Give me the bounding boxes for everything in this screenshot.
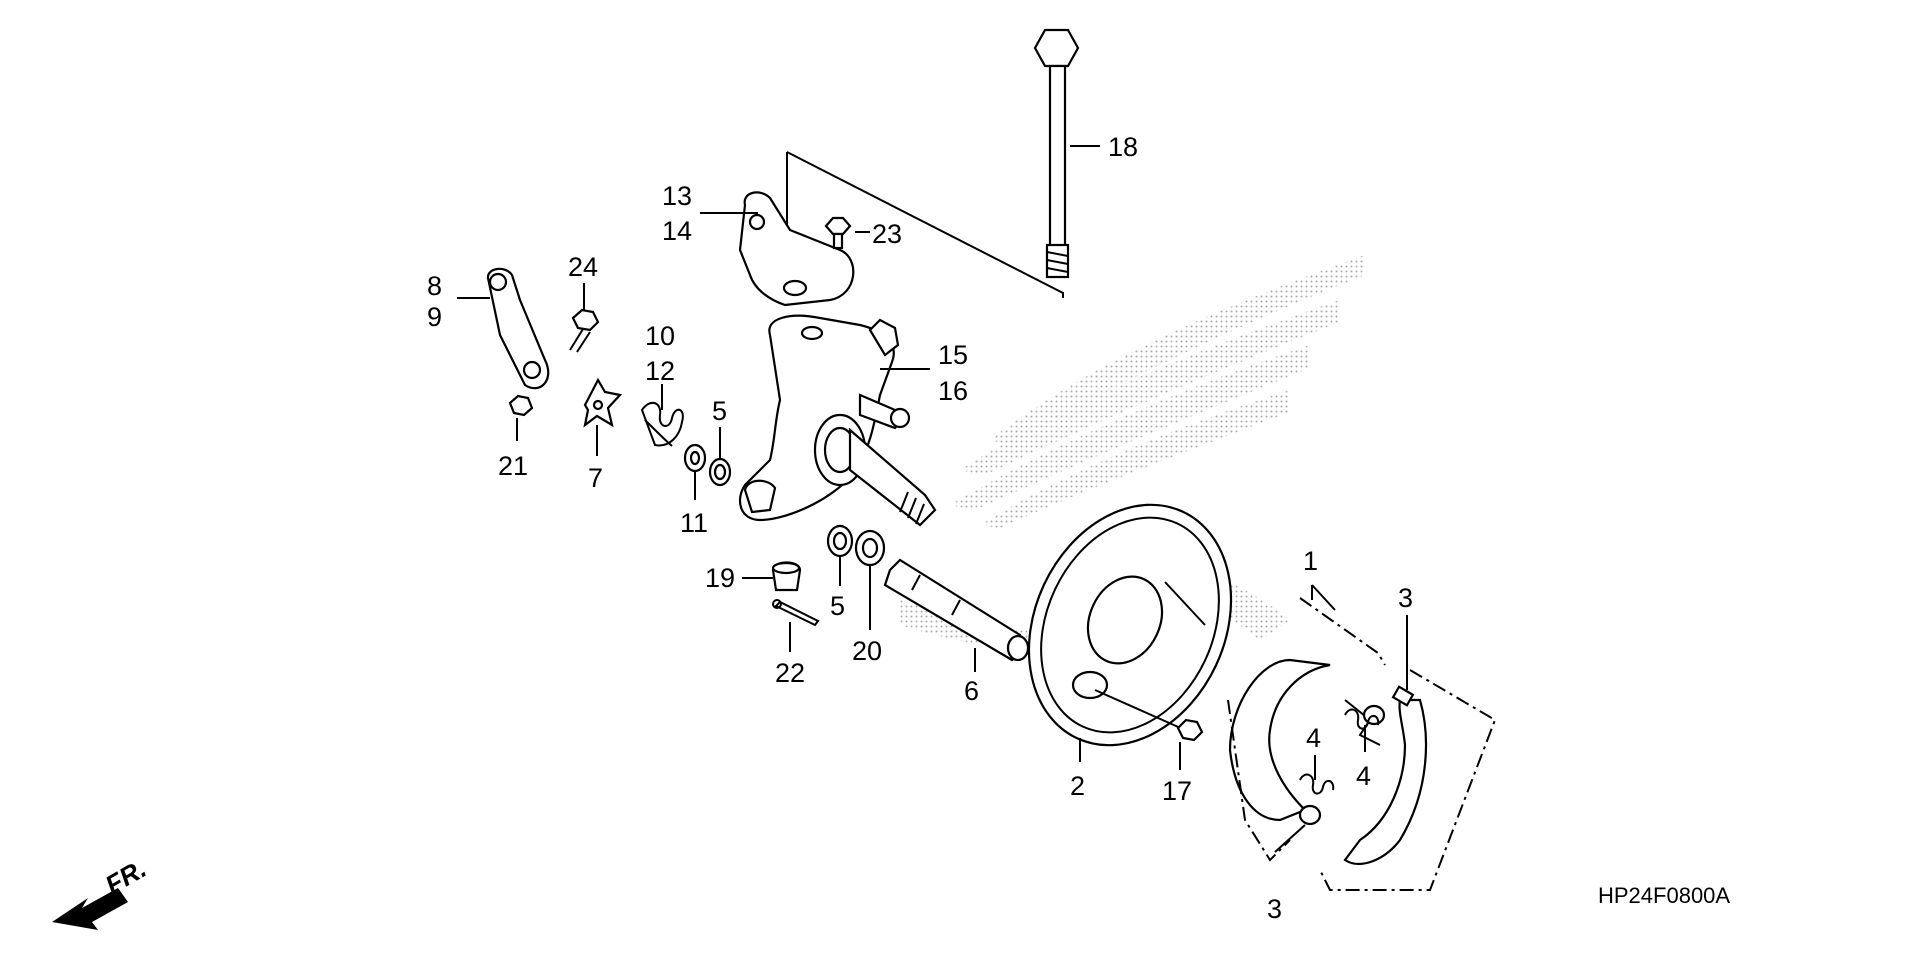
callout-8: 8	[427, 271, 442, 301]
callout-22: 22	[775, 658, 805, 688]
part-code: HP24F0800A	[1598, 883, 1730, 908]
callout-2: 2	[1070, 771, 1085, 801]
callout-4-right: 4	[1356, 761, 1371, 791]
part-11-washer	[683, 443, 707, 473]
leader-lines	[457, 145, 1408, 853]
part-19-cap-nut	[771, 561, 802, 592]
part-21-nut	[508, 394, 534, 417]
callout-24: 24	[568, 252, 598, 282]
part-2-brake-panel	[1027, 503, 1233, 747]
part-6-cam-shaft	[883, 558, 1030, 662]
front-direction-arrow: FR.	[52, 853, 151, 930]
callout-15: 15	[938, 340, 968, 370]
part-17-bolt	[1176, 718, 1204, 742]
part-23-small-bolt	[824, 216, 852, 250]
part-8-9-brake-arm	[486, 267, 550, 390]
part-5-washer-left	[708, 457, 732, 487]
part-5-washer-right	[826, 524, 854, 558]
part-10-12-spring	[640, 401, 684, 447]
callout-17: 17	[1162, 776, 1192, 806]
callout-11: 11	[680, 508, 708, 538]
part-13-14-arm-bracket	[738, 191, 855, 307]
part-7-plate	[583, 377, 623, 428]
callout-5-left: 5	[712, 396, 727, 426]
callout-12: 12	[645, 356, 675, 386]
callout-1: 1	[1303, 546, 1318, 576]
callout-4-left: 4	[1306, 723, 1321, 753]
callout-10: 10	[645, 321, 675, 351]
part-1-brake-shoes	[1227, 585, 1497, 891]
callout-9: 9	[427, 302, 442, 332]
part-24-bolt	[569, 308, 600, 353]
part-20-seal	[854, 529, 886, 567]
callout-21: 21	[498, 451, 528, 481]
callout-3-top: 3	[1398, 583, 1413, 613]
direction-label: FR.	[100, 853, 151, 900]
part-18-bolt	[1033, 28, 1080, 279]
callout-14: 14	[662, 216, 692, 246]
callout-18: 18	[1108, 132, 1138, 162]
part-15-16-knuckle	[738, 314, 937, 527]
callout-7: 7	[588, 463, 603, 493]
callout-3-bottom: 3	[1267, 894, 1282, 924]
callout-20: 20	[852, 636, 882, 666]
callout-6: 6	[964, 676, 979, 706]
callout-13: 13	[662, 181, 692, 211]
callout-16: 16	[938, 376, 968, 406]
callout-5-right: 5	[830, 591, 845, 621]
callout-labels: 1 2 3 3 4 4 5 5 6 7 8 9 10 11 12 13 14 1…	[427, 132, 1413, 924]
part-22-cotter-pin	[772, 599, 820, 627]
callout-19: 19	[705, 563, 735, 593]
callout-23: 23	[872, 219, 902, 249]
